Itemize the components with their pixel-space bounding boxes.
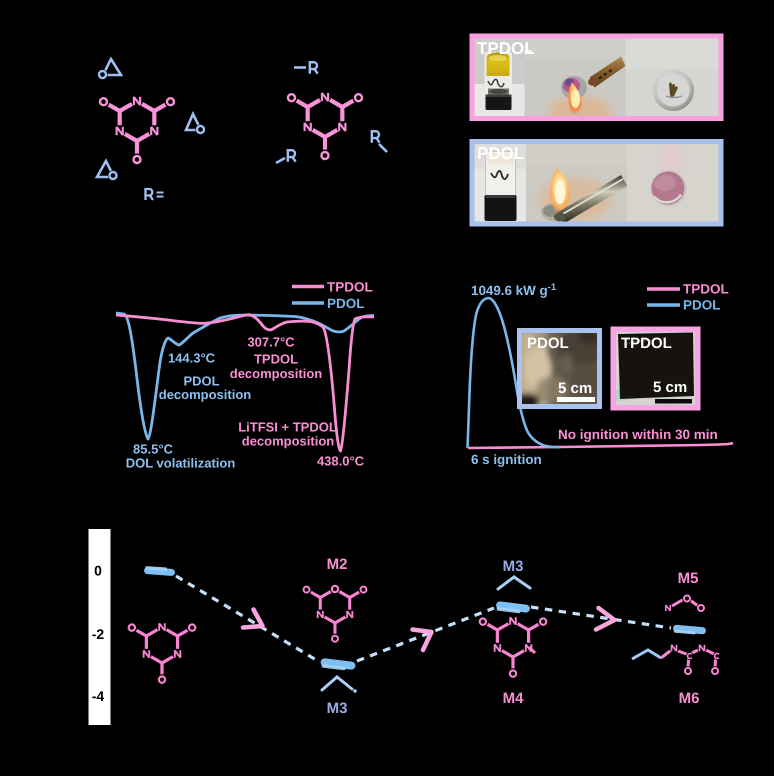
svg-text:85.5°C: 85.5°C: [133, 442, 174, 457]
svg-text:0: 0: [94, 563, 102, 579]
svg-text:TPDOL: TPDOL: [477, 39, 535, 58]
svg-text:No ignition within 30 min: No ignition within 30 min: [558, 427, 718, 442]
svg-text:decomposition: decomposition: [242, 434, 335, 449]
svg-text:PDOL: PDOL: [477, 144, 524, 163]
svg-text:5 cm: 5 cm: [653, 379, 687, 396]
svg-text:LiTFSI + TPDOL: LiTFSI + TPDOL: [238, 420, 337, 435]
svg-text:decomposition: decomposition: [230, 366, 323, 381]
svg-text:PDOL: PDOL: [527, 335, 569, 352]
svg-text:M4: M4: [503, 690, 524, 707]
svg-text:decomposition: decomposition: [159, 387, 252, 402]
svg-text:144.3°C: 144.3°C: [168, 351, 216, 366]
svg-text:TPDOL: TPDOL: [621, 335, 672, 352]
svg-text:M3: M3: [503, 558, 524, 575]
svg-text:PDOL: PDOL: [327, 296, 365, 311]
svg-text:M6: M6: [679, 690, 700, 707]
svg-text:-2: -2: [92, 626, 105, 642]
svg-text:-4: -4: [92, 688, 105, 704]
svg-text:TPDOL: TPDOL: [327, 280, 373, 295]
svg-text:TPDOL: TPDOL: [254, 352, 298, 367]
svg-text:5 cm: 5 cm: [558, 380, 592, 397]
svg-text:M3: M3: [327, 700, 348, 717]
svg-text:M2: M2: [327, 556, 348, 573]
svg-text:6 s ignition: 6 s ignition: [471, 452, 542, 467]
svg-text:PDOL: PDOL: [183, 374, 219, 389]
svg-text:1049.6 kW g-1: 1049.6 kW g-1: [471, 282, 557, 298]
svg-text:M5: M5: [678, 570, 699, 587]
svg-text:TPDOL: TPDOL: [683, 282, 729, 297]
svg-text:438.0°C: 438.0°C: [317, 454, 365, 469]
svg-text:DOL volatilization: DOL volatilization: [126, 456, 236, 471]
svg-text:PDOL: PDOL: [683, 298, 721, 313]
svg-text:307.7°C: 307.7°C: [247, 335, 295, 350]
